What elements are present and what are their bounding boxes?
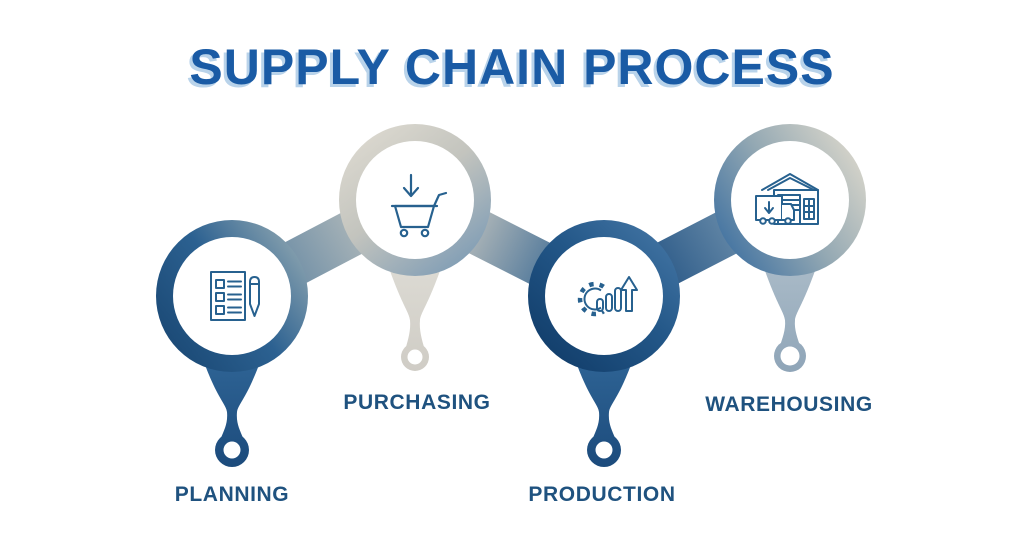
shopping-cart-icon bbox=[390, 173, 448, 238]
production-label: PRODUCTION bbox=[528, 483, 676, 506]
gear-growth-chart-icon bbox=[577, 276, 638, 317]
warehousing-pin-hole bbox=[780, 346, 800, 366]
production-inner-disc bbox=[545, 237, 663, 355]
planning-label: PLANNING bbox=[174, 483, 290, 506]
page-title: SUPPLY CHAIN PROCESS bbox=[189, 39, 835, 95]
purchasing-inner-disc bbox=[356, 141, 474, 259]
production-pin-hole bbox=[595, 441, 613, 459]
purchasing-pin-hole bbox=[407, 349, 423, 365]
warehouse-truck-icon bbox=[755, 173, 819, 225]
purchasing-label: PURCHASING bbox=[343, 391, 491, 414]
checklist-pencil-icon bbox=[210, 271, 260, 321]
warehousing-label: WAREHOUSING bbox=[705, 393, 873, 416]
planning-pin-hole bbox=[223, 441, 241, 459]
planning-inner-disc bbox=[173, 237, 291, 355]
